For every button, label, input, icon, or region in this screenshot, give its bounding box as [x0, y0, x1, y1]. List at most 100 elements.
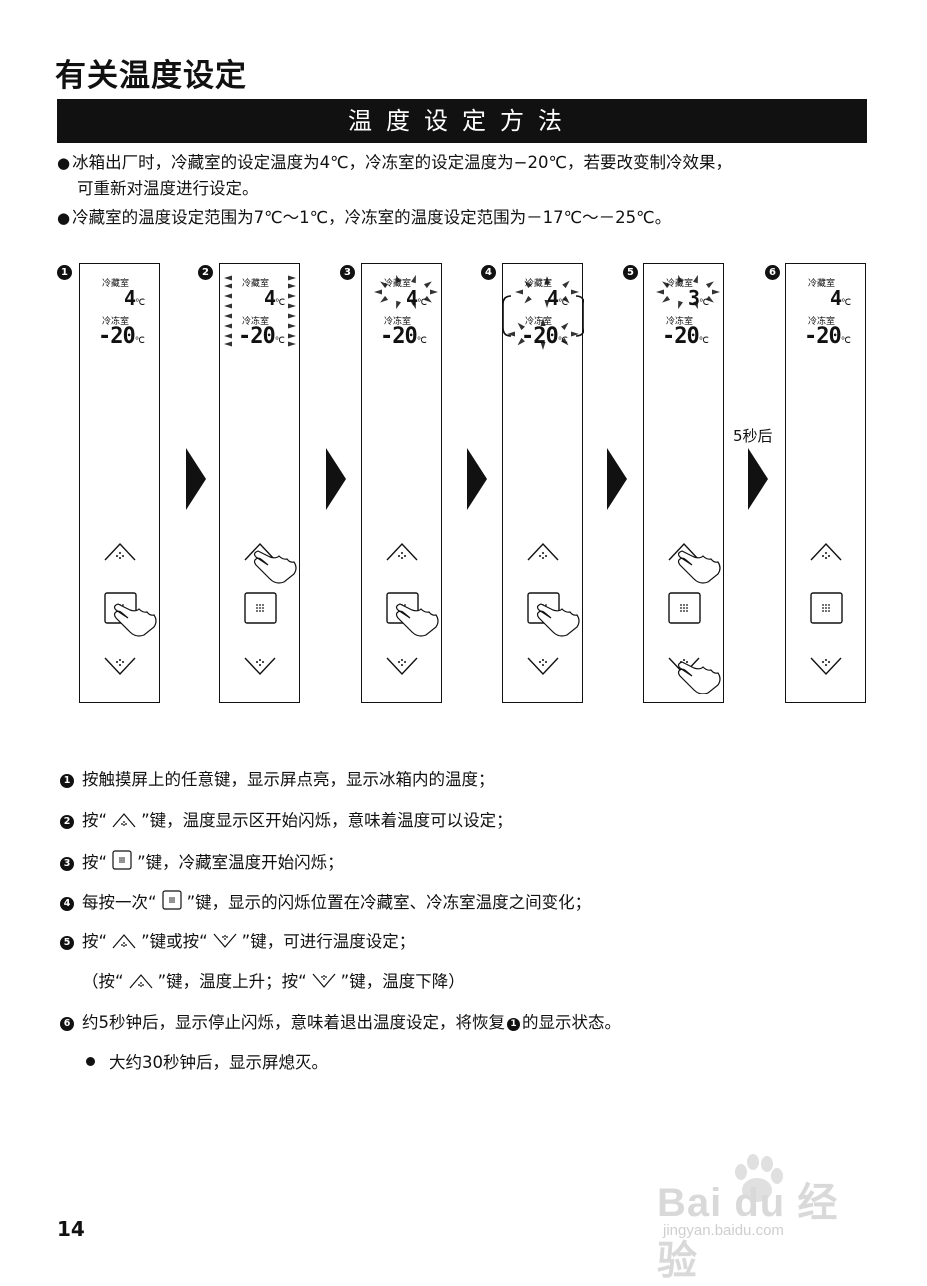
step-number-badge: 4: [60, 897, 74, 911]
instruction-text: ”键，冷藏室温度开始闪烁；: [137, 853, 344, 872]
select-key-icon: [161, 889, 183, 911]
intro-text: 冰箱出厂时，冷藏室的设定温度为4℃，冷冻室的设定温度为−20℃，若要改变制冷效果…: [72, 153, 732, 172]
down-key-icon[interactable]: [528, 658, 558, 674]
down-key-icon[interactable]: [387, 658, 417, 674]
pointing-hand-icon: [255, 551, 297, 583]
delay-label: 5秒后: [733, 425, 773, 446]
instruction-text: ”键或按“: [141, 932, 208, 951]
temp-unit: ℃: [699, 336, 709, 346]
down-key-icon[interactable]: [811, 658, 841, 674]
select-key-icon[interactable]: [669, 593, 700, 623]
fridge-temp-readout: 4℃: [406, 286, 427, 310]
flash-indicator: [430, 290, 438, 295]
temp-unit: ℃: [275, 298, 285, 308]
flash-indicator: [571, 290, 579, 295]
flash-indicator: [224, 324, 232, 329]
up-key-icon[interactable]: [528, 544, 558, 560]
up-key-icon[interactable]: [387, 544, 417, 560]
flash-indicator: [224, 314, 232, 319]
selection-bracket: [503, 296, 511, 336]
instruction-5: 5按“”键或按“”键，可进行温度设定；: [60, 930, 415, 954]
flash-indicator: [288, 334, 296, 339]
flash-indicator: [288, 276, 296, 281]
temp-unit: ℃: [417, 336, 427, 346]
step-number-badge: 3: [340, 265, 355, 280]
watermark-url: jingyan.baidu.com: [663, 1222, 784, 1239]
flash-indicator: [224, 276, 232, 281]
bullet-dot: [86, 1057, 95, 1066]
control-panel-step-2: 冷藏室4℃冷冻室-20℃: [219, 263, 300, 703]
step-number-badge: 2: [60, 815, 74, 829]
down-key-icon: [212, 932, 238, 950]
step-number-badge: 3: [60, 857, 74, 871]
flash-indicator: [396, 301, 401, 309]
instruction-5-note: （按“”键，温度上升；按“”键，温度下降）: [82, 970, 465, 994]
up-key-icon: [111, 932, 137, 950]
intro-item-1: ●冰箱出厂时，冷藏室的设定温度为4℃，冷冻室的设定温度为−20℃，若要改变制冷效…: [57, 150, 732, 176]
fridge-temp-readout: 4℃: [264, 286, 285, 310]
page-title: 有关温度设定: [55, 50, 247, 95]
down-key-icon: [311, 972, 337, 990]
select-key-icon[interactable]: [811, 593, 842, 623]
fridge-temp-value: 4: [264, 286, 275, 310]
control-panel-step-6: 冷藏室4℃冷冻室-20℃: [785, 263, 866, 703]
fridge-temp-readout: 4℃: [124, 286, 145, 310]
next-step-arrow-icon: [748, 448, 768, 510]
instruction-text: 按“: [82, 932, 107, 951]
step-number-badge: 2: [198, 265, 213, 280]
instruction-text: 的显示状态。: [522, 1013, 621, 1032]
step-ref-badge: 1: [507, 1018, 520, 1031]
down-key-icon[interactable]: [245, 658, 275, 674]
instruction-text: 按触摸屏上的任意键，显示屏点亮，显示冰箱内的温度；: [82, 770, 495, 789]
flash-indicator: [678, 301, 683, 309]
intro-text: 冷藏室的温度设定范围为7℃～1℃，冷冻室的温度设定范围为－17℃～－25℃。: [72, 208, 671, 227]
up-key-icon[interactable]: [811, 544, 841, 560]
down-key-icon[interactable]: [105, 658, 135, 674]
instruction-text: ”键，温度下降）: [341, 972, 465, 991]
temp-unit: ℃: [558, 336, 568, 346]
touch-keys: [362, 534, 443, 694]
instruction-2: 2 按“ ”键，温度显示区开始闪烁，意味着温度可以设定；: [60, 809, 513, 833]
intro-item-2: ●冷藏室的温度设定范围为7℃～1℃，冷冻室的温度设定范围为－17℃～－25℃。: [57, 205, 671, 231]
freezer-temp-readout: -20℃: [521, 324, 568, 349]
freezer-temp-readout: -20℃: [238, 324, 285, 349]
flash-indicator: [224, 304, 232, 309]
freezer-temp-readout: -20℃: [380, 324, 427, 349]
pointing-hand-icon: [397, 604, 439, 636]
freezer-temp-value: -20: [662, 324, 699, 349]
next-step-arrow-icon: [186, 448, 206, 510]
instruction-text: ”键，温度显示区开始闪烁，意味着温度可以设定；: [141, 811, 513, 830]
step-number-badge: 1: [57, 265, 72, 280]
selection-bracket: [576, 296, 584, 336]
freezer-temp-value: -20: [238, 324, 275, 349]
next-step-arrow-icon: [467, 448, 487, 510]
touch-keys: [644, 534, 725, 694]
up-key-icon[interactable]: [105, 544, 135, 560]
instruction-1: 1 按触摸屏上的任意键，显示屏点亮，显示冰箱内的温度；: [60, 768, 495, 792]
instruction-note: 大约30秒钟后，显示屏熄灭。: [60, 1051, 328, 1075]
flash-indicator: [224, 284, 232, 289]
flash-indicator: [288, 294, 296, 299]
freezer-temp-readout: -20℃: [98, 324, 145, 349]
flash-indicator: [288, 304, 296, 309]
flash-indicator: [288, 342, 296, 347]
bullet-dot: ●: [57, 154, 70, 172]
flash-indicator: [656, 290, 664, 295]
fridge-temp-value: 4: [406, 286, 417, 310]
select-key-icon[interactable]: [245, 593, 276, 623]
step-number-badge: 1: [60, 774, 74, 788]
instruction-text: 按“: [82, 811, 107, 830]
temp-unit: ℃: [558, 298, 568, 308]
next-step-arrow-icon: [607, 448, 627, 510]
intro-item-1-cont: 可重新对温度进行设定。: [77, 176, 259, 201]
watermark: Bai du 经验 jingyan.baidu.com: [657, 1150, 867, 1245]
fridge-temp-value: 3: [688, 286, 699, 310]
touch-keys: [220, 534, 301, 694]
flash-indicator: [224, 342, 232, 347]
flash-indicator: [712, 290, 720, 295]
bullet-dot: ●: [57, 209, 70, 227]
